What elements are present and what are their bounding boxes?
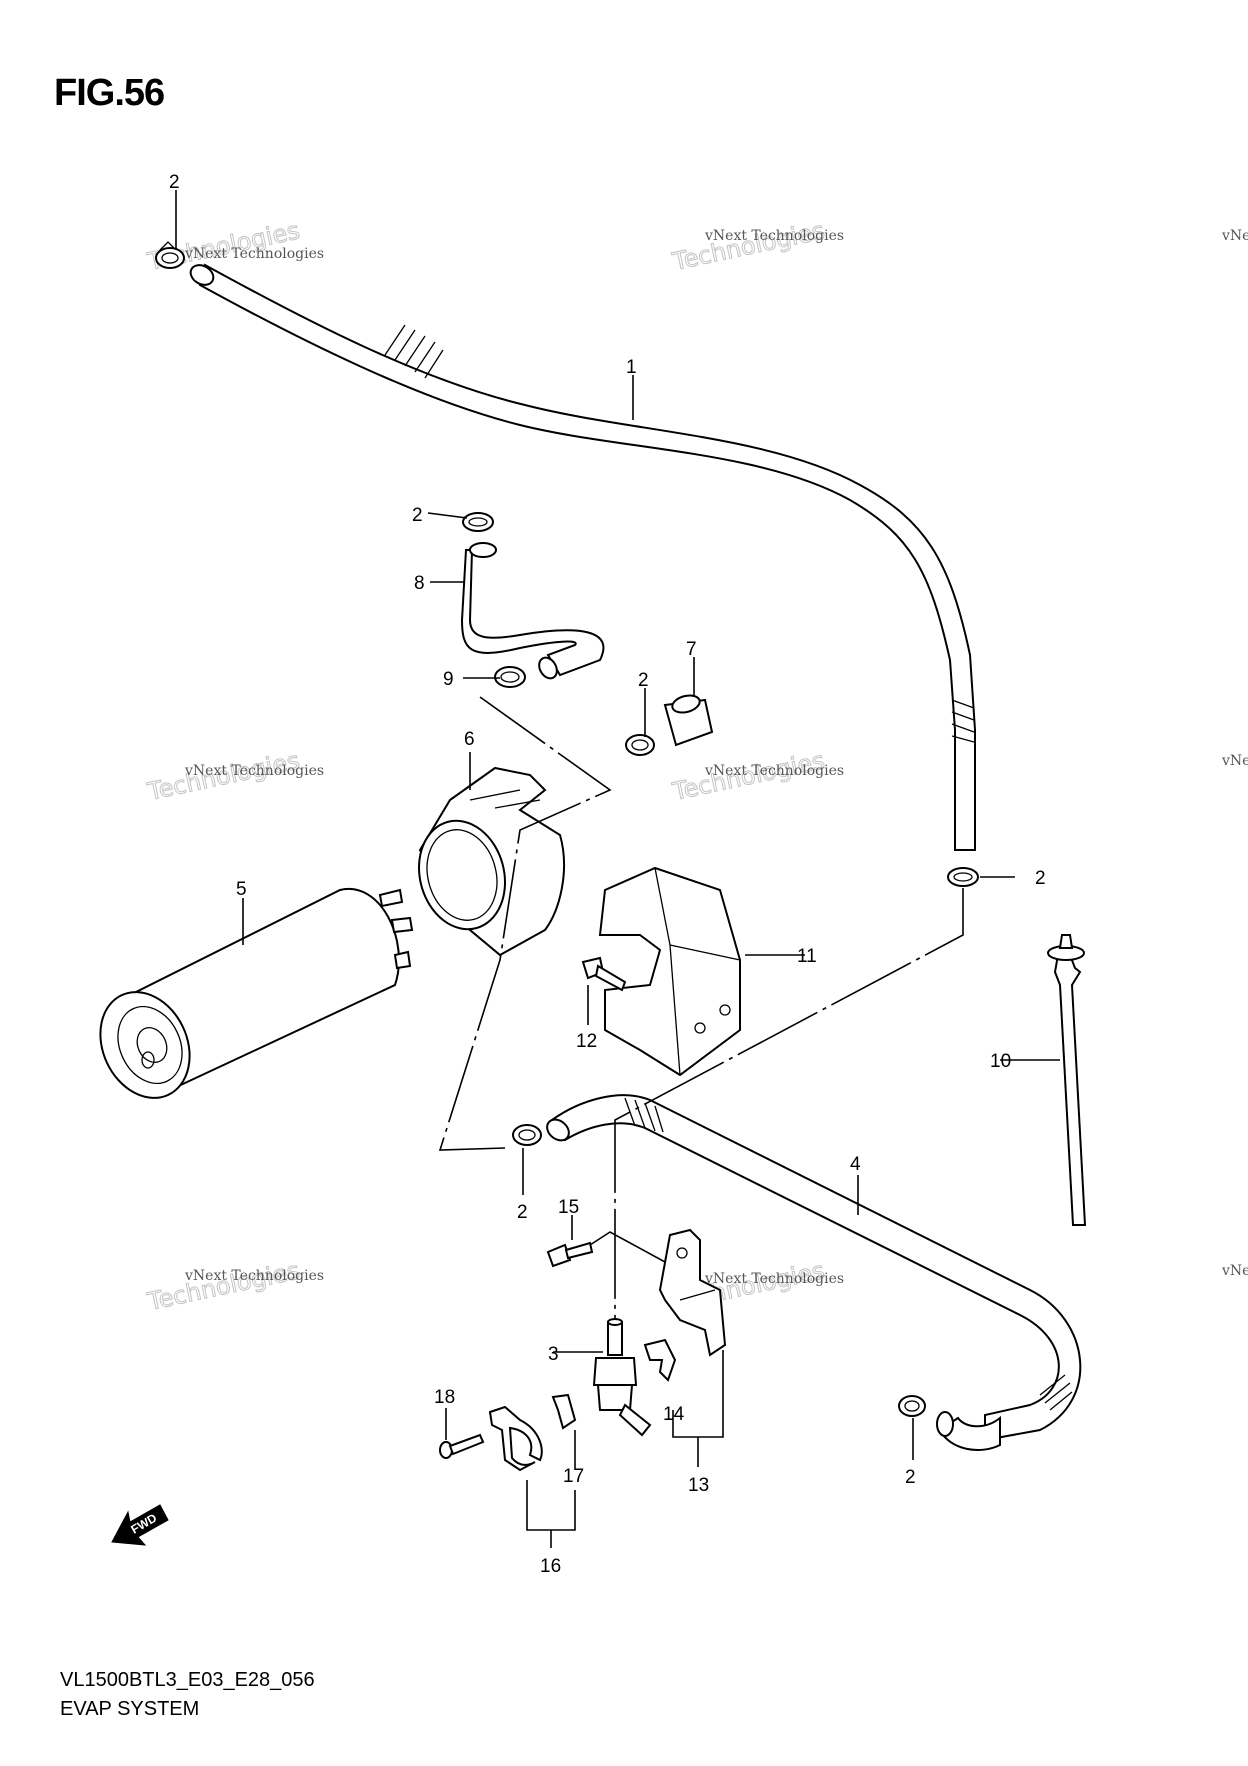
part-12-bolt (581, 956, 627, 992)
part-8-hose (460, 542, 605, 680)
watermark-text: vNext (1221, 1263, 1248, 1279)
callout-2: 2 (169, 172, 180, 193)
callout-numbers: 2 1 2 8 9 2 7 6 5 2 11 12 10 4 2 15 3 14… (169, 172, 1046, 1577)
part-16-clamp (488, 1405, 543, 1472)
watermark-mid-left: Technologies vNext Technologies (144, 746, 324, 807)
part-2-clamp-low-right (898, 1395, 926, 1417)
callout-2: 2 (1035, 868, 1046, 889)
callout-10: 10 (990, 1051, 1011, 1072)
part-15-bolt (546, 1241, 594, 1268)
part-7-joint (663, 694, 714, 747)
part-18-screw (439, 1433, 485, 1459)
callout-16: 16 (540, 1556, 561, 1577)
part-4-hose (546, 1094, 1082, 1451)
hose-end-mesh (384, 324, 975, 743)
callout-8: 8 (414, 573, 425, 594)
part-14-cushion (643, 1338, 677, 1382)
callout-15: 15 (558, 1197, 579, 1218)
model-code: VL1500BTL3_E03_E28_056 (60, 1669, 315, 1691)
callout-2: 2 (517, 1202, 528, 1223)
watermark-text: vNext Technologies (704, 228, 844, 244)
leader-lines (175, 190, 1060, 1548)
part-2-clamp-upper (462, 512, 494, 532)
callout-14: 14 (663, 1404, 685, 1425)
callout-7: 7 (686, 639, 697, 660)
watermark-text: vNext Technologies (704, 1271, 844, 1287)
callout-12: 12 (576, 1031, 597, 1052)
part-2-clamp-right (947, 867, 979, 887)
callout-3: 3 (548, 1344, 559, 1365)
part-3-valve (592, 1318, 652, 1437)
part-5-canister (99, 887, 414, 1099)
watermark-text: vNext Technologies (184, 1268, 324, 1284)
part-1-hose (189, 263, 976, 851)
callout-6: 6 (464, 729, 475, 750)
part-11-bracket (598, 866, 741, 1077)
callout-2: 2 (905, 1467, 916, 1488)
watermark-mid-right: Technologies vNext Technologies (669, 746, 844, 807)
callout-1: 1 (626, 357, 637, 378)
callout-11: 11 (797, 946, 817, 967)
callout-2: 2 (412, 505, 423, 526)
part-2-clamp-mid (625, 734, 655, 756)
callout-13: 13 (688, 1475, 709, 1496)
callout-17: 17 (563, 1466, 584, 1487)
section-name: EVAP SYSTEM (60, 1698, 200, 1720)
figure-title: FIG.56 (54, 72, 165, 114)
watermark-text: Technologies (669, 216, 827, 276)
watermark-text: vNext Technologies (704, 763, 844, 779)
watermark-text: vNext Technologies (184, 246, 324, 262)
callout-2: 2 (638, 670, 649, 691)
watermark-text: vNext (1221, 228, 1248, 244)
part-10-cable-tie (1047, 934, 1087, 1226)
callout-4: 4 (850, 1154, 861, 1175)
callout-18: 18 (434, 1387, 455, 1408)
part-9-clamp (494, 666, 526, 688)
watermark-text: Technologies (144, 1256, 302, 1316)
forward-arrow-icon: FWD (111, 1504, 169, 1546)
part-2-clamp-low-left (512, 1124, 542, 1146)
watermark-text: vNext (1221, 753, 1248, 769)
part-13-bracket (658, 1228, 727, 1357)
watermark-right-edge: vNext vNext vNext (1221, 228, 1248, 1279)
callout-5: 5 (236, 879, 247, 900)
watermark-low-left: Technologies vNext Technologies (144, 1256, 324, 1317)
part-6-holder (418, 766, 566, 957)
part-2-clamp-top (155, 241, 185, 269)
watermark-top-right: Technologies vNext Technologies (669, 216, 844, 277)
callout-9: 9 (443, 669, 454, 690)
watermark-text: vNext Technologies (184, 763, 324, 779)
part-17-cushion (551, 1393, 577, 1430)
